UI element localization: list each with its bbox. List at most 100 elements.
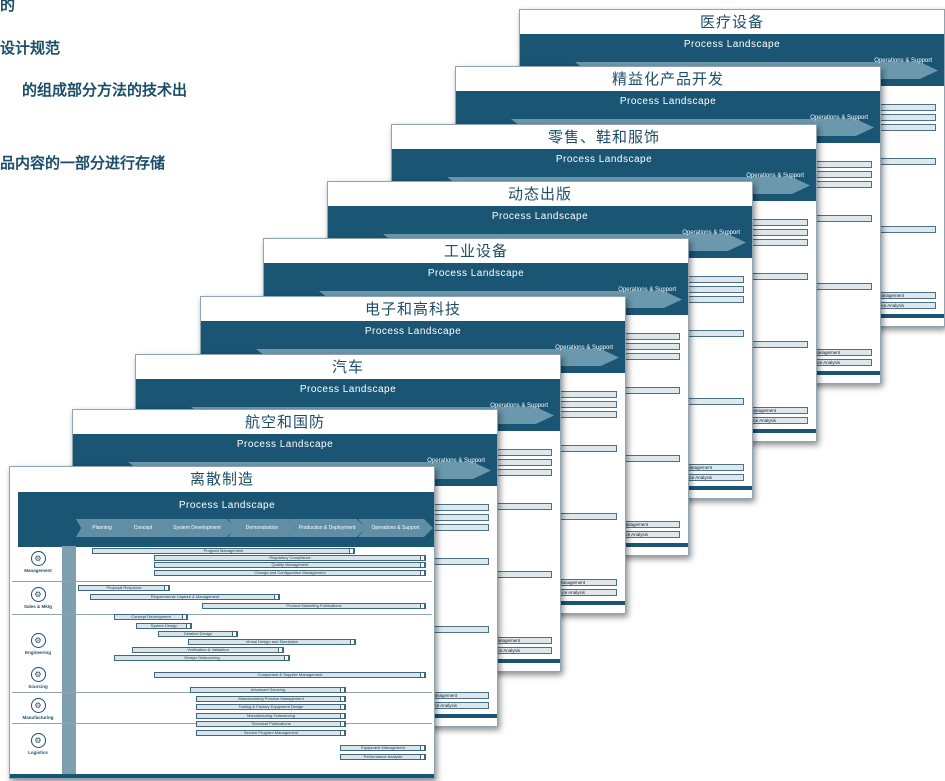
phase-operations-support: Operations & Support bbox=[810, 115, 868, 121]
intro-text-3: 的组成部分方法的技术出 bbox=[22, 81, 188, 99]
magnify-icon[interactable] bbox=[420, 755, 425, 759]
process-bar[interactable]: Service Program Management bbox=[196, 730, 346, 736]
function-sourcing: ⚙ Sourcing bbox=[10, 667, 66, 707]
process-bar[interactable]: Verification & Validation bbox=[132, 647, 284, 653]
magnify-icon[interactable] bbox=[186, 624, 191, 628]
magnify-icon[interactable] bbox=[232, 632, 237, 636]
sales-icon: ⚙ bbox=[30, 587, 46, 602]
process-bar[interactable]: Product Marketing Publications bbox=[202, 603, 426, 609]
process-landscape-label: Process Landscape bbox=[236, 439, 334, 450]
process-landscape-label: Process Landscape bbox=[427, 268, 525, 279]
sourcing-icon: ⚙ bbox=[30, 667, 46, 682]
process-bar-label: Virtual Design and Simulation bbox=[245, 639, 299, 644]
process-bar[interactable]: Manufacturing Process Management bbox=[196, 696, 346, 702]
process-bar[interactable]: Regulatory Compliance bbox=[154, 555, 426, 561]
process-bar[interactable]: Manufacturing Outsourcing bbox=[196, 713, 346, 719]
process-bar[interactable]: System Design bbox=[136, 623, 192, 629]
magnify-icon[interactable] bbox=[274, 595, 279, 599]
process-bar[interactable]: Technical Publications bbox=[196, 721, 346, 727]
process-bar[interactable]: Program Management bbox=[92, 548, 355, 554]
bar-label: Performance Analysis bbox=[541, 590, 585, 595]
process-bar-label: Quality Management bbox=[271, 562, 309, 567]
process-landscape-label: Process Landscape bbox=[555, 154, 653, 165]
magnify-icon[interactable] bbox=[340, 688, 345, 692]
process-bar[interactable]: Concept Development bbox=[114, 614, 188, 620]
process-bar[interactable]: Tooling & Factory Equipment Design bbox=[196, 704, 346, 710]
phase-operations-support: Operations & Support bbox=[490, 403, 548, 409]
magnify-icon[interactable] bbox=[420, 746, 425, 750]
function-label: Sourcing bbox=[28, 684, 48, 689]
function-label: Sales & Mktg bbox=[23, 604, 52, 609]
management-icon: ⚙ bbox=[30, 551, 46, 566]
magnify-icon[interactable] bbox=[420, 604, 425, 608]
process-landscape-label: Process Landscape bbox=[364, 326, 462, 337]
bar-label: Performance Analysis bbox=[604, 532, 648, 537]
industry-card-title: 精益化产品开发 bbox=[611, 70, 724, 88]
phase-operations-support: Operations & Support bbox=[682, 230, 740, 236]
process-bar[interactable]: Component & Supplier Management bbox=[154, 672, 426, 678]
magnify-icon[interactable] bbox=[420, 563, 425, 567]
divider bbox=[12, 614, 432, 615]
process-bar[interactable]: Equipment Management bbox=[340, 745, 426, 751]
magnify-icon[interactable] bbox=[164, 586, 169, 590]
process-bar[interactable]: Proposal Response bbox=[78, 585, 170, 591]
process-bar[interactable]: Change and Configuration Management bbox=[154, 570, 426, 576]
magnify-icon[interactable] bbox=[340, 731, 345, 735]
magnify-icon[interactable] bbox=[340, 722, 345, 726]
industry-card-title: 动态出版 bbox=[507, 185, 572, 203]
phase-operations-support: Operations & Support bbox=[746, 173, 804, 179]
magnify-icon[interactable] bbox=[420, 556, 425, 560]
function-engineering: ⚙Engineering bbox=[10, 633, 66, 673]
bar-label: Performance Analysis bbox=[732, 418, 776, 423]
bar-label: Performance Analysis bbox=[796, 360, 840, 365]
function-label: Manufacturing bbox=[22, 715, 54, 720]
magnify-icon[interactable] bbox=[284, 656, 289, 660]
function-sales-mktg: ⚙ Sales & Mktg bbox=[10, 587, 66, 627]
process-landscape-label: Process Landscape bbox=[491, 211, 589, 222]
front-card-discrete-manufacturing[interactable]: 离散制造 Process Landscape Planning Concept … bbox=[9, 466, 435, 779]
bar-label: Performance Analysis bbox=[476, 648, 520, 653]
industry-card-title: 汽车 bbox=[331, 358, 364, 376]
magnify-icon[interactable] bbox=[340, 714, 345, 718]
phase-operations-support: Operations & Support bbox=[358, 519, 433, 537]
function-logistics: ⚙Logistics bbox=[10, 733, 66, 773]
phase-operations-support: Operations & Support bbox=[874, 58, 932, 64]
function-manufacturing: ⚙Manufacturing bbox=[10, 698, 66, 738]
front-card-title: 离散制造 bbox=[189, 470, 254, 488]
industry-card-title: 零售、鞋和服饰 bbox=[547, 128, 660, 146]
process-bar-label: Verification & Validation bbox=[187, 647, 229, 652]
process-bar-label: System Design bbox=[150, 623, 178, 628]
process-bar[interactable]: Detailed Design bbox=[158, 631, 238, 637]
process-bar[interactable]: Advanced Sourcing bbox=[190, 687, 346, 693]
process-bar-label: Program Management bbox=[203, 548, 244, 553]
magnify-icon[interactable] bbox=[349, 549, 354, 553]
process-bar[interactable]: Performance Analysis bbox=[340, 754, 426, 760]
function-label: Management bbox=[24, 568, 52, 573]
magnify-icon[interactable] bbox=[420, 673, 425, 677]
intro-text-1: 的 bbox=[0, 0, 16, 14]
process-bar[interactable]: Design Outsourcing bbox=[114, 655, 290, 661]
bar-label: Performance Analysis bbox=[413, 703, 457, 708]
bar-label: Performance Analysis bbox=[860, 303, 904, 308]
intro-text-2: 设计规范 bbox=[0, 39, 61, 57]
industry-card-title: 医疗设备 bbox=[699, 13, 764, 31]
phase-demonstration: Demonstration bbox=[228, 519, 296, 537]
process-bar-label: Equipment Management bbox=[361, 745, 405, 750]
magnify-icon[interactable] bbox=[340, 697, 345, 701]
front-card-bottom-rule bbox=[10, 774, 434, 778]
process-bar[interactable]: Requirements Capture & Management bbox=[90, 594, 280, 600]
magnify-icon[interactable] bbox=[182, 615, 187, 619]
magnify-icon[interactable] bbox=[278, 648, 283, 652]
process-bar-label: Requirements Capture & Management bbox=[150, 594, 220, 599]
process-bar-label: Design Outsourcing bbox=[184, 655, 220, 660]
magnify-icon[interactable] bbox=[420, 571, 425, 575]
logistics-icon: ⚙ bbox=[30, 733, 46, 748]
process-bar-label: Performance Analysis bbox=[363, 754, 403, 759]
process-bar-label: Change and Configuration Management bbox=[254, 570, 326, 575]
process-bar[interactable]: Quality Management bbox=[154, 562, 426, 568]
magnify-icon[interactable] bbox=[350, 640, 355, 644]
process-bar-label: Detailed Design bbox=[183, 631, 213, 636]
magnify-icon[interactable] bbox=[340, 705, 345, 709]
process-landscape-label: Process Landscape bbox=[178, 500, 276, 511]
process-bar[interactable]: Virtual Design and Simulation bbox=[188, 639, 356, 645]
